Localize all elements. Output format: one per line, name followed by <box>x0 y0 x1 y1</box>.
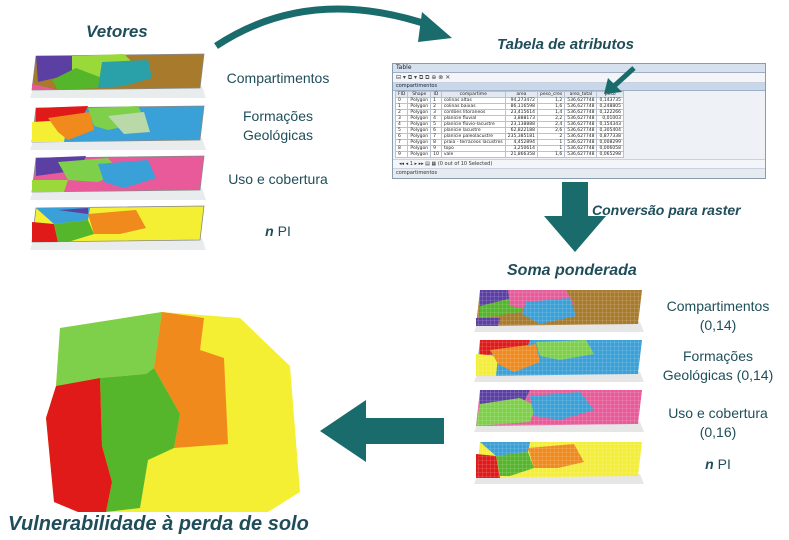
table-cell: Polygon <box>407 145 432 152</box>
npi-n: n <box>265 223 274 239</box>
table-cell: Polygon <box>407 139 432 146</box>
raster-layer-uso <box>474 390 644 432</box>
table-cell: Polygon <box>407 97 432 104</box>
table-cell: 0,122266 <box>596 109 624 116</box>
table-cell: 536,627748 <box>564 115 598 122</box>
table-cell: Polygon <box>407 127 432 134</box>
table-cell: Polygon <box>407 115 432 122</box>
vector-label-npi: n PI <box>208 223 348 239</box>
table-cell: 536,627748 <box>564 109 598 116</box>
table-cell: Polygon <box>407 151 432 158</box>
raster-layer-compartimentos <box>474 290 644 332</box>
table-status: compartimentos <box>393 168 765 178</box>
table-cell: 536,627748 <box>564 127 598 134</box>
weighted-label-npi: n PI <box>648 456 788 472</box>
table-navigation[interactable]: ◂◂ ◂ 1 ▸ ▸▸ ▤ ▦ (0 out of 10 Selected) <box>393 159 765 169</box>
vulnerability-map <box>46 312 300 512</box>
table-cell: 9 <box>394 151 409 158</box>
table-cell: 86,116598 <box>504 103 538 110</box>
vector-label-formacoes: Formações Geológicas <box>242 108 314 143</box>
raster-layer-npi <box>474 442 644 484</box>
table-toolbar[interactable]: ⊟ ▾ ⧉ ▾ ⧉ ⧉ ⊕ ⊗ ✕ <box>393 73 765 83</box>
table-cell: Polygon <box>407 133 432 140</box>
vector-layer-npi <box>30 205 206 250</box>
weighted-npi-n: n <box>705 456 714 472</box>
weighted-label-uso: Uso e cobertura (0,16) <box>668 405 768 440</box>
table-cell: 0,008299 <box>596 139 624 146</box>
raster-conversion-label: Conversão para raster <box>592 202 741 218</box>
npi-pi: PI <box>277 223 291 239</box>
table-cell: Polygon <box>407 109 432 116</box>
weighted-sum-title: Soma ponderada <box>507 262 637 279</box>
table-cell: 0,877338 <box>596 133 624 140</box>
down-arrow-icon <box>544 182 606 252</box>
table-cell: 23,138888 <box>504 121 538 128</box>
table-tab[interactable]: compartimentos <box>393 83 765 91</box>
table-cell: 62,822188 <box>504 127 538 134</box>
table-cell: 0,248805 <box>596 103 624 110</box>
table-cell: 0,154343 <box>596 121 624 128</box>
table-cell: 21,866358 <box>504 151 538 158</box>
vector-label-uso: Uso e cobertura <box>228 171 328 187</box>
weighted-npi-pi: PI <box>717 456 731 472</box>
table-cell: 536,627748 <box>564 103 598 110</box>
weighted-label-compartimentos: Compartimentos (0,14) <box>666 298 770 333</box>
table-header-cell[interactable]: area_total <box>564 91 598 98</box>
curved-arrow-icon <box>214 5 452 49</box>
table-cell: 0,305404 <box>596 127 624 134</box>
left-arrow-icon <box>320 400 444 462</box>
table-window-title: Table <box>393 64 765 73</box>
table-cell: 94,273472 <box>504 97 538 104</box>
vector-label-compartimentos: Compartimentos <box>226 70 330 86</box>
table-cell: 536,627748 <box>564 133 598 140</box>
table-cell: 10 <box>430 151 442 158</box>
table-cell: 536,627748 <box>564 97 598 104</box>
raster-layer-formacoes <box>474 340 644 382</box>
table-cell: praia - terraceos lacustres <box>440 139 506 146</box>
table-cell: 1,6 <box>536 151 566 158</box>
attribute-table-window[interactable]: Table ⊟ ▾ ⧉ ▾ ⧉ ⧉ ⊕ ⊗ ✕ compartimentos F… <box>392 63 766 179</box>
vector-layer-formacoes <box>30 105 206 150</box>
table-header-cell[interactable]: peso_cres <box>536 91 566 98</box>
table-cell: 0,065298 <box>596 151 624 158</box>
table-cell: 536,627748 <box>564 151 598 158</box>
weighted-label-formacoes: Formações Geológicas (0,14) <box>662 348 774 383</box>
table-cell: 0,006058 <box>596 145 624 152</box>
table-cell: 23,415614 <box>504 109 538 116</box>
table-cell: 235,385181 <box>504 133 538 140</box>
pointer-arrow-icon <box>604 66 636 94</box>
vector-layer-compartimentos <box>30 53 206 98</box>
table-cell: 536,627748 <box>564 145 598 152</box>
table-cell: Polygon <box>407 103 432 110</box>
vector-layer-uso <box>30 155 206 200</box>
table-cell: vale <box>440 151 506 158</box>
result-title: Vulnerabilidade à perda de solo <box>8 513 309 535</box>
table-cell: 536,627748 <box>564 121 598 128</box>
table-cell: 536,627748 <box>564 139 598 146</box>
table-cell: 0,143735 <box>596 97 624 104</box>
vectors-title: Vetores <box>86 22 148 41</box>
table-title: Tabela de atributos <box>497 36 634 53</box>
table-cell: Polygon <box>407 121 432 128</box>
